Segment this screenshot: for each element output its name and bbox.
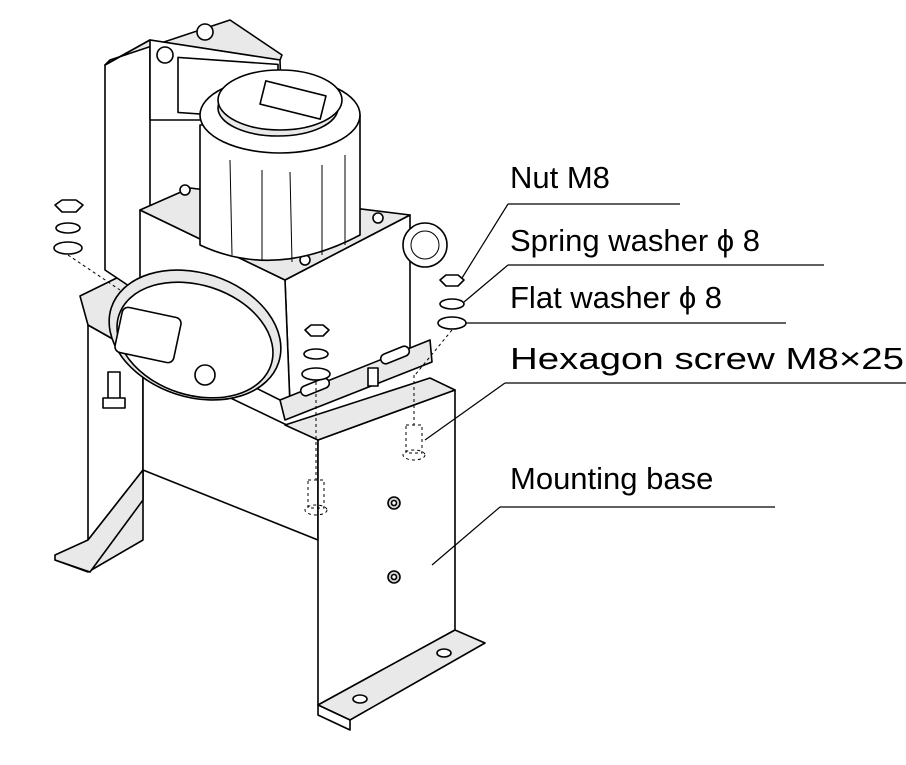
- label-spring-washer: Spring washer ϕ 8: [510, 223, 760, 258]
- label-mounting-base: Mounting base: [510, 461, 713, 496]
- right-fastener-stack: [402, 274, 467, 461]
- label-nut: Nut M8: [510, 160, 610, 195]
- motor: [199, 69, 361, 263]
- middle-fastener-stack: [301, 324, 331, 516]
- label-flat-washer: Flat washer ϕ 8: [510, 280, 722, 315]
- handwheel-cover: [108, 269, 282, 401]
- mounting-base: [54, 269, 486, 731]
- left-fastener-stack: [53, 199, 126, 409]
- label-hexagon-screw: Hexagon screw M8×25: [510, 341, 904, 376]
- leader-lines: [424, 203, 906, 566]
